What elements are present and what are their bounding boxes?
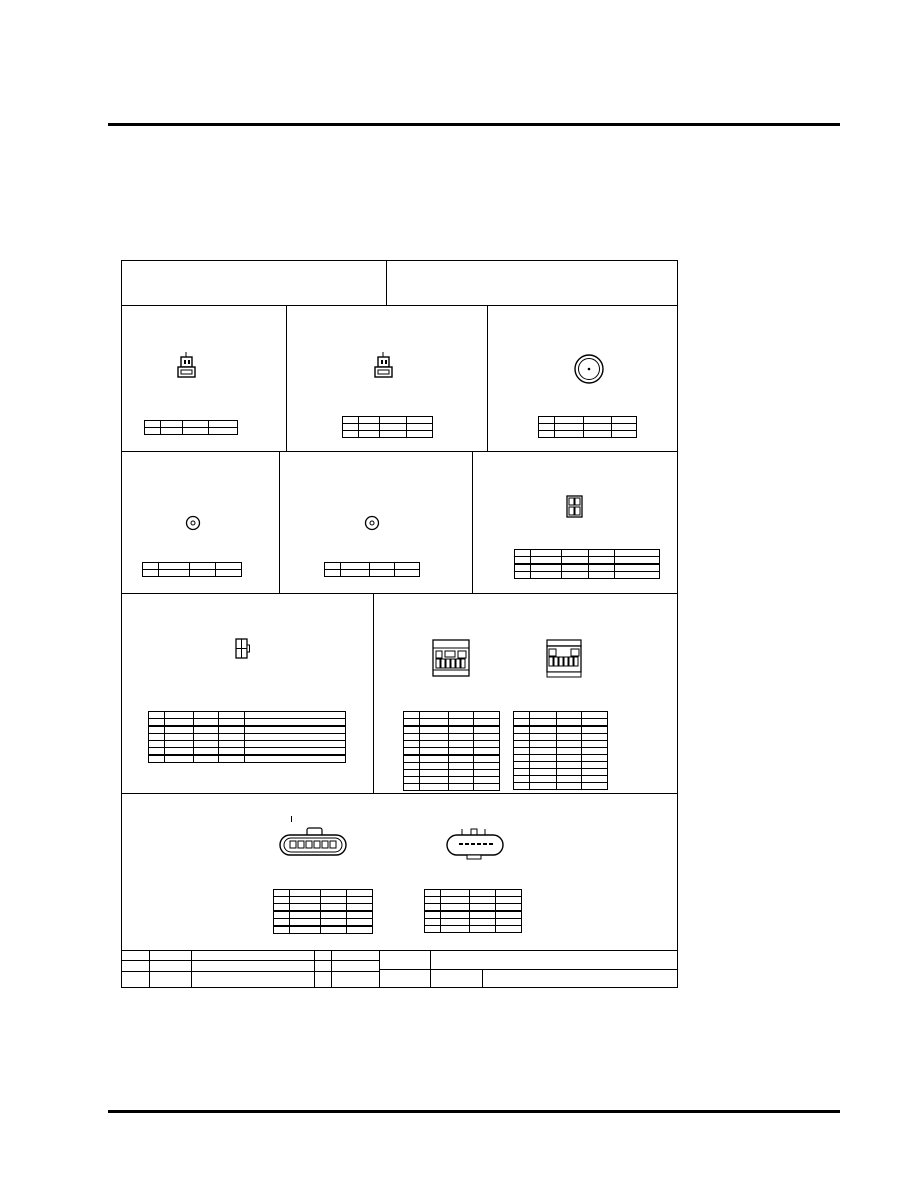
multi-pin-connector-icon	[546, 639, 582, 678]
panel-g	[122, 594, 374, 793]
pin-table	[424, 889, 522, 933]
connector-diagram-sheet	[121, 260, 678, 988]
pin-table	[538, 416, 637, 438]
pin-table	[273, 889, 373, 934]
sheet-title-right	[388, 261, 677, 305]
inline-connector-icon	[235, 638, 250, 659]
title-block	[122, 950, 677, 988]
panel-c	[489, 306, 677, 451]
row-4	[122, 794, 677, 951]
pin-table	[144, 420, 238, 435]
multi-pin-connector-icon	[432, 639, 470, 677]
panel-a	[122, 306, 287, 451]
panel-e	[281, 452, 473, 593]
panel-f	[474, 452, 677, 593]
panel-b	[288, 306, 488, 451]
round-connector-icon	[574, 354, 604, 384]
row-2	[122, 452, 677, 594]
pin-table	[513, 711, 608, 790]
pin-table	[142, 562, 242, 577]
row-1	[122, 306, 677, 452]
sensor-connector-2pin-icon	[177, 352, 196, 378]
sensor-connector-2pin-icon	[374, 352, 393, 378]
oval-6pin-connector-icon	[446, 828, 504, 860]
pin-table	[148, 711, 346, 763]
sheet-title-left	[122, 261, 387, 305]
pin-table	[324, 562, 420, 577]
ring-terminal-icon	[185, 515, 201, 531]
footer-rule	[108, 1110, 840, 1113]
pin-table	[514, 549, 660, 579]
row-3	[122, 594, 677, 794]
panel-h-i	[375, 594, 677, 793]
oval-6pin-connector-icon	[279, 827, 347, 856]
sheet-title-row	[122, 261, 677, 306]
header-rule	[108, 123, 840, 126]
title-block-notes	[380, 951, 677, 970]
square-4cavity-connector-icon	[566, 495, 583, 518]
pin-table	[342, 416, 433, 438]
pin-table	[403, 711, 500, 791]
ring-terminal-icon	[364, 515, 380, 531]
panel-d	[122, 452, 280, 593]
